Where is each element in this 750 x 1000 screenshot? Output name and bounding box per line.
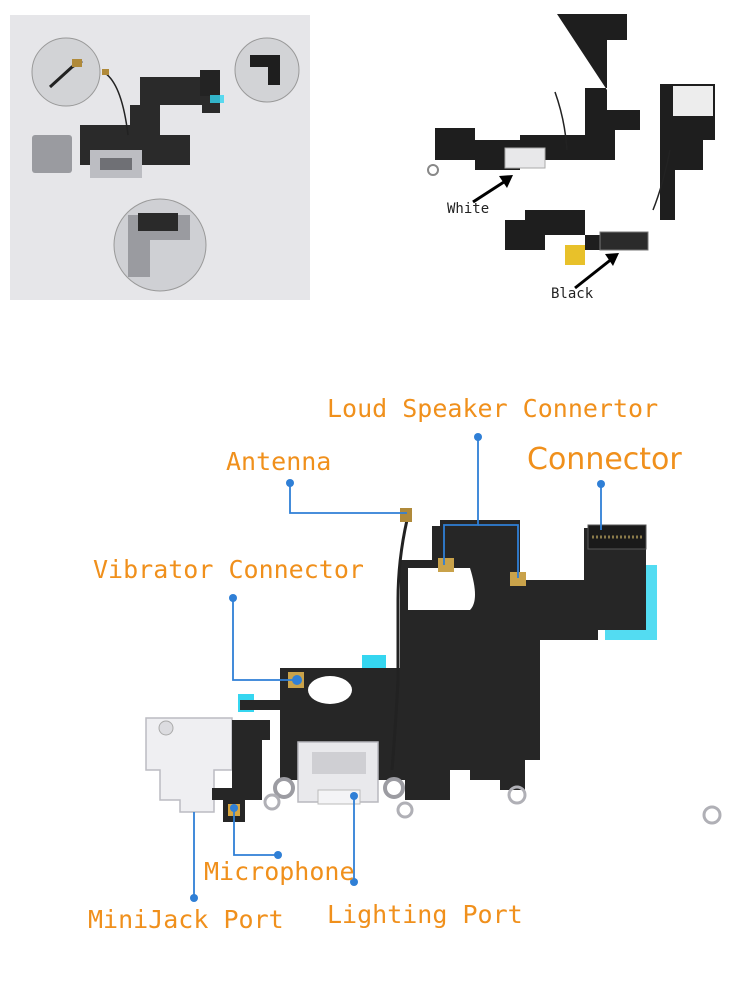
black-arrow-head [605,253,619,266]
black-arrow-line [574,256,614,290]
white-label: White [447,201,490,217]
dot-microphone [274,851,282,859]
main-flex-body [240,520,646,800]
dot-lighting-port [350,792,358,800]
connector-zoom-circle [234,37,300,103]
speaker-pad-left [438,558,454,572]
screw-bracket-left [263,793,281,811]
top-left-antenna-wire [104,72,129,136]
leader-dots [190,433,605,902]
leader-antenna [289,483,407,514]
dot-vibrator [229,594,237,602]
label-connector: Connector [527,442,682,477]
dot-antenna [286,479,294,487]
top-left-flex-illustration [31,37,300,292]
white-version-port [504,147,546,169]
antenna-wire [390,519,409,771]
black-version-antenna [652,149,671,211]
screw-bracket-right [396,801,414,819]
black-version-mic [565,245,585,265]
black-version-label [673,86,713,116]
top-left-lightning-slot [100,158,132,170]
connector-zoom-flex [250,55,280,85]
dot-minijack [190,894,198,902]
speaker-pad-right [510,572,526,586]
top-right-photo [415,10,745,310]
top-left-flex-connector [200,70,220,96]
minijack-ring [158,720,174,736]
dot-connector [597,480,605,488]
antenna-tip [400,508,412,522]
white-arrow-line [472,178,508,204]
main-flex-hole [308,676,352,704]
dot-speaker [474,433,482,441]
screw-left [273,777,295,799]
black-label: Black [551,286,594,302]
dot-lighting [350,878,358,886]
label-loud-speaker: Loud Speaker Connertor [327,394,659,423]
label-vibrator: Vibrator Connector [93,555,364,584]
leader-vibrator [232,598,296,681]
screw-bracket-main [507,785,527,805]
label-minijack: MiniJack Port [88,905,284,934]
white-arrow-head [499,175,513,188]
antenna-zoom-tip [72,59,82,67]
mic-flex [212,720,270,800]
dot-mic-pad [230,804,238,812]
white-version-screw [427,164,439,176]
main-flex-cutout [408,568,475,610]
white-version-antenna [554,91,568,151]
tape-2 [362,655,386,669]
lightning-port-slot [312,752,366,774]
black-version-port [599,231,649,251]
dot-vibrator-pad [292,675,302,685]
leader-speaker-left [443,437,479,565]
screw-bracket-far [702,805,722,825]
top-right-flex-illustration [427,14,715,290]
lightning-port-front [317,789,361,805]
top-left-antenna-tip [102,69,109,75]
leader-microphone [233,808,278,856]
top-left-photo [10,15,310,300]
label-lighting: Lighting Port [327,900,523,929]
port-zoom-flex [138,213,178,231]
white-version-flex [435,14,640,170]
top-left-flex-body [80,77,220,165]
screw-right [383,777,405,799]
black-version-flex [505,84,715,250]
leader-lines [193,437,602,898]
leader-speaker-right [478,524,519,578]
label-antenna: Antenna [226,447,332,476]
top-left-minijack [32,135,72,173]
label-microphone: Microphone [204,857,355,886]
top-left-tape [210,95,224,103]
